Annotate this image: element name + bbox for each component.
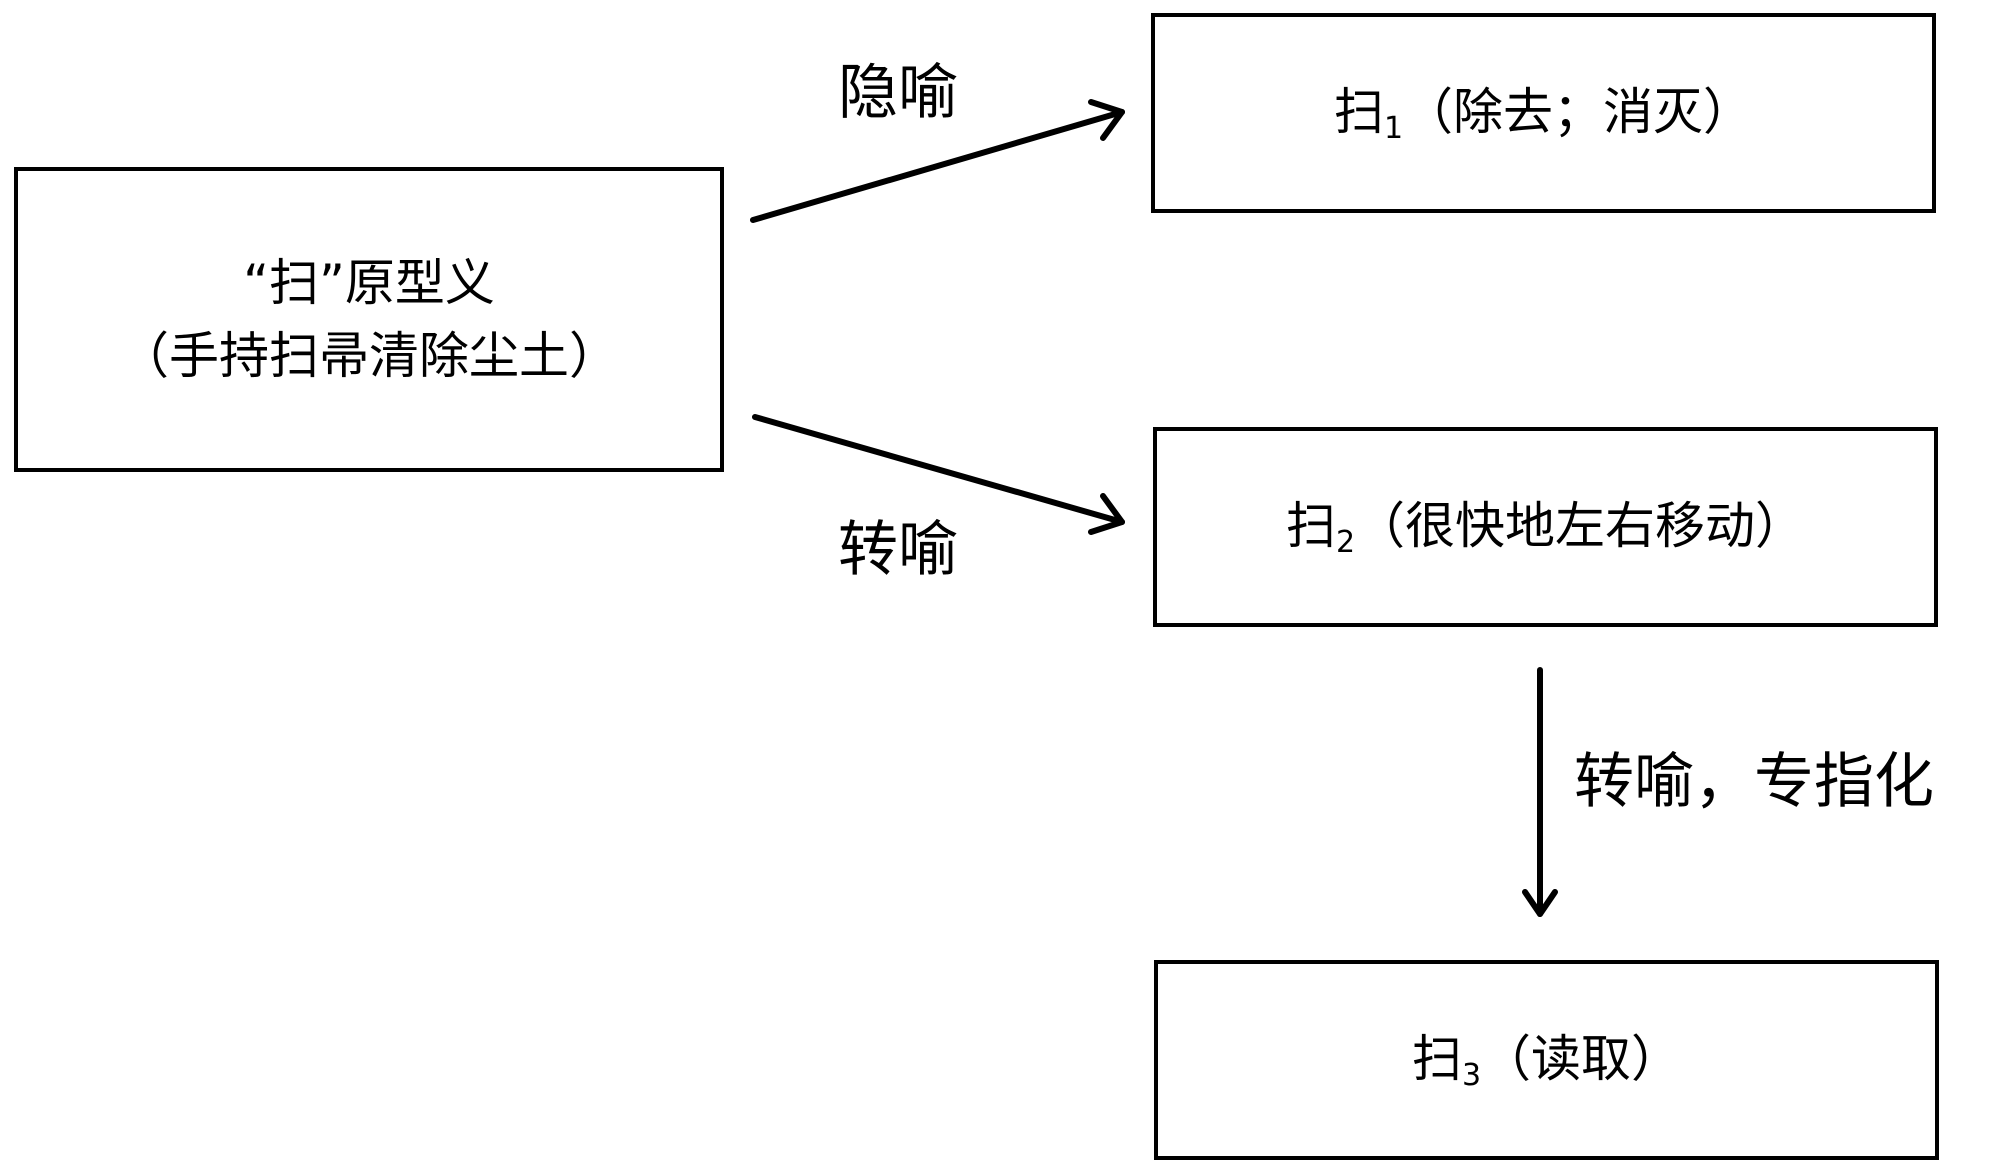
metonymy-label: 转喻 bbox=[838, 515, 958, 585]
metaphor-arrow bbox=[750, 99, 1125, 223]
sense-1-head: 扫 bbox=[1333, 82, 1384, 141]
sense-1-box: 扫1（除去；消灭） bbox=[1151, 13, 1936, 213]
specialization-label: 转喻，专指化 bbox=[1574, 747, 1934, 817]
sense-1-index: 1 bbox=[1383, 110, 1404, 146]
sense-2-index: 2 bbox=[1335, 524, 1356, 560]
sense-3-gloss: （读取） bbox=[1481, 1029, 1682, 1088]
sense-1-gloss: （除去；消灭） bbox=[1403, 82, 1754, 141]
metaphor-label: 隐喻 bbox=[838, 58, 958, 128]
sense-2-box: 扫2（很快地左右移动） bbox=[1153, 427, 1938, 627]
specialization-arrow bbox=[1522, 667, 1558, 917]
source-meaning-gloss: （手持扫帚清除尘土） bbox=[119, 326, 619, 385]
metonymy-arrow bbox=[752, 414, 1125, 535]
sense-3-index: 3 bbox=[1461, 1057, 1482, 1093]
sense-3-box: 扫3（读取） bbox=[1154, 960, 1939, 1160]
sense-2-head: 扫 bbox=[1285, 496, 1336, 555]
sense-1-label: 扫1（除去；消灭） bbox=[1334, 76, 1753, 151]
sense-2-gloss: （很快地左右移动） bbox=[1355, 496, 1806, 555]
sense-2-label: 扫2（很快地左右移动） bbox=[1286, 490, 1805, 565]
source-meaning-box: “扫”原型义 （手持扫帚清除尘土） bbox=[14, 167, 724, 472]
source-meaning-title: “扫”原型义 bbox=[243, 254, 495, 312]
sense-3-label: 扫3（读取） bbox=[1412, 1023, 1681, 1098]
sense-3-head: 扫 bbox=[1411, 1029, 1462, 1088]
